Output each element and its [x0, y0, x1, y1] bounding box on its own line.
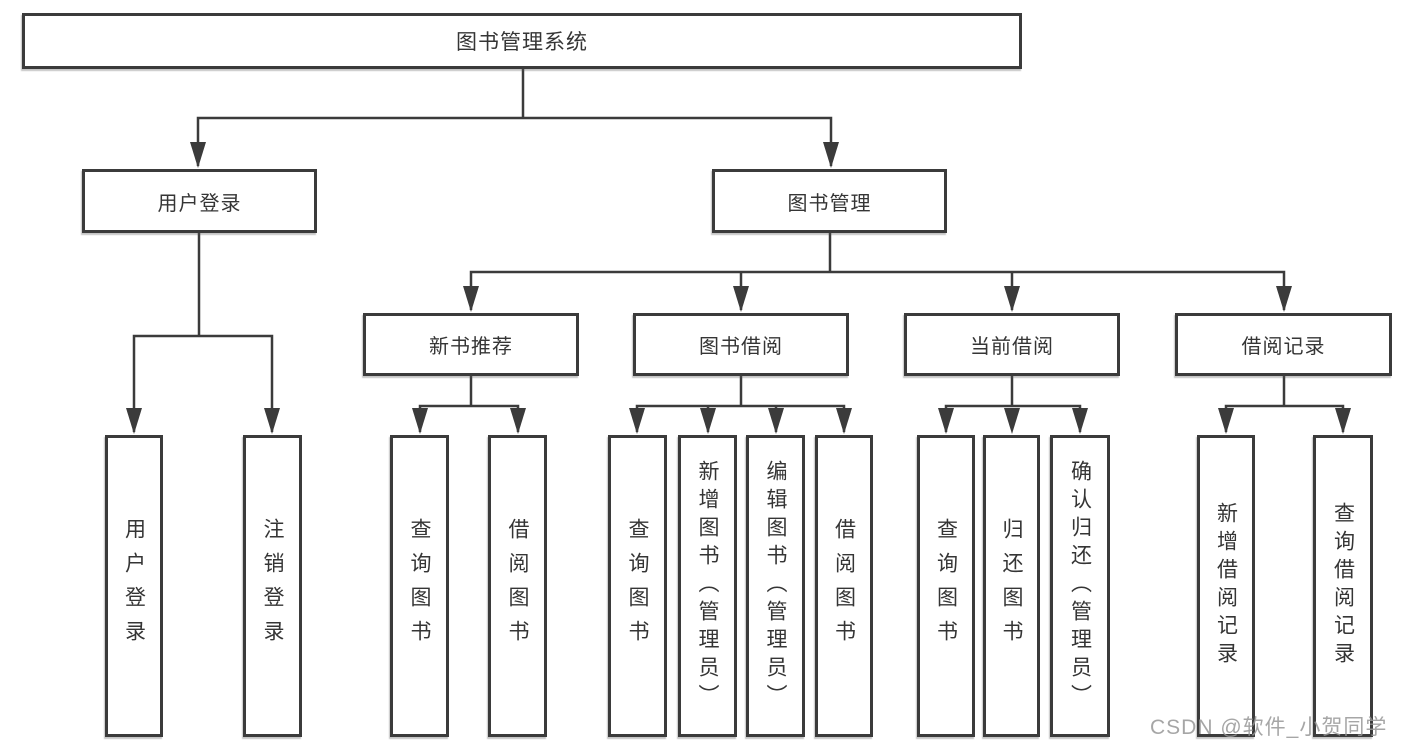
node-label: 归还图书 — [1000, 518, 1023, 654]
node-label: 新增借阅记录 — [1214, 502, 1238, 670]
node-label: 当前借阅 — [970, 336, 1054, 358]
node-borrow-records: 借阅记录 — [1175, 313, 1392, 376]
node-label: 查询图书 — [934, 518, 958, 654]
leaf-return-books: 归还图书 — [983, 435, 1040, 737]
leaf-recommend-query-books: 查询图书 — [390, 435, 449, 737]
node-label: 注销登录 — [261, 518, 284, 654]
node-label: 新书推荐 — [429, 336, 513, 358]
leaf-confirm-return-admin: 确认归还（管理员） — [1050, 435, 1110, 737]
leaf-add-borrow-record: 新增借阅记录 — [1197, 435, 1255, 737]
node-label: 确认归还（管理员） — [1068, 460, 1092, 712]
node-current-borrow: 当前借阅 — [904, 313, 1120, 376]
node-label: 借阅记录 — [1241, 336, 1326, 358]
node-label: 借阅图书 — [832, 518, 856, 654]
leaf-query-borrow-record: 查询借阅记录 — [1313, 435, 1373, 737]
node-label: 新增图书（管理员） — [696, 460, 719, 712]
leaf-current-query-books: 查询图书 — [917, 435, 975, 737]
leaf-borrow-query-books: 查询图书 — [608, 435, 667, 737]
node-label: 借阅图书 — [506, 518, 529, 654]
node-label: 图书管理 — [787, 192, 872, 215]
node-label: 编辑图书（管理员） — [764, 460, 787, 712]
node-label: 图书管理系统 — [456, 31, 588, 54]
leaf-recommend-borrow-books: 借阅图书 — [488, 435, 547, 737]
node-label: 查询图书 — [626, 518, 649, 654]
arrowheads — [126, 142, 1351, 434]
leaf-user-login: 用户登录 — [105, 435, 163, 737]
node-label: 查询借阅记录 — [1331, 502, 1355, 670]
leaf-add-books-admin: 新增图书（管理员） — [678, 435, 737, 737]
node-book-borrow: 图书借阅 — [633, 313, 849, 376]
leaf-borrow-borrow-books: 借阅图书 — [815, 435, 873, 737]
node-user-login: 用户登录 — [82, 169, 317, 233]
node-label: 图书借阅 — [699, 336, 783, 358]
csdn-watermark: CSDN @软件_小贺同学 — [1150, 716, 1388, 739]
node-label: 查询图书 — [408, 518, 431, 654]
node-book-management: 图书管理 — [712, 169, 947, 233]
leaf-logout: 注销登录 — [243, 435, 302, 737]
node-library-system: 图书管理系统 — [22, 13, 1022, 69]
node-new-book-recommend: 新书推荐 — [363, 313, 579, 376]
leaf-edit-books-admin: 编辑图书（管理员） — [746, 435, 805, 737]
node-label: 用户登录 — [122, 518, 146, 654]
node-label: 用户登录 — [157, 192, 242, 215]
